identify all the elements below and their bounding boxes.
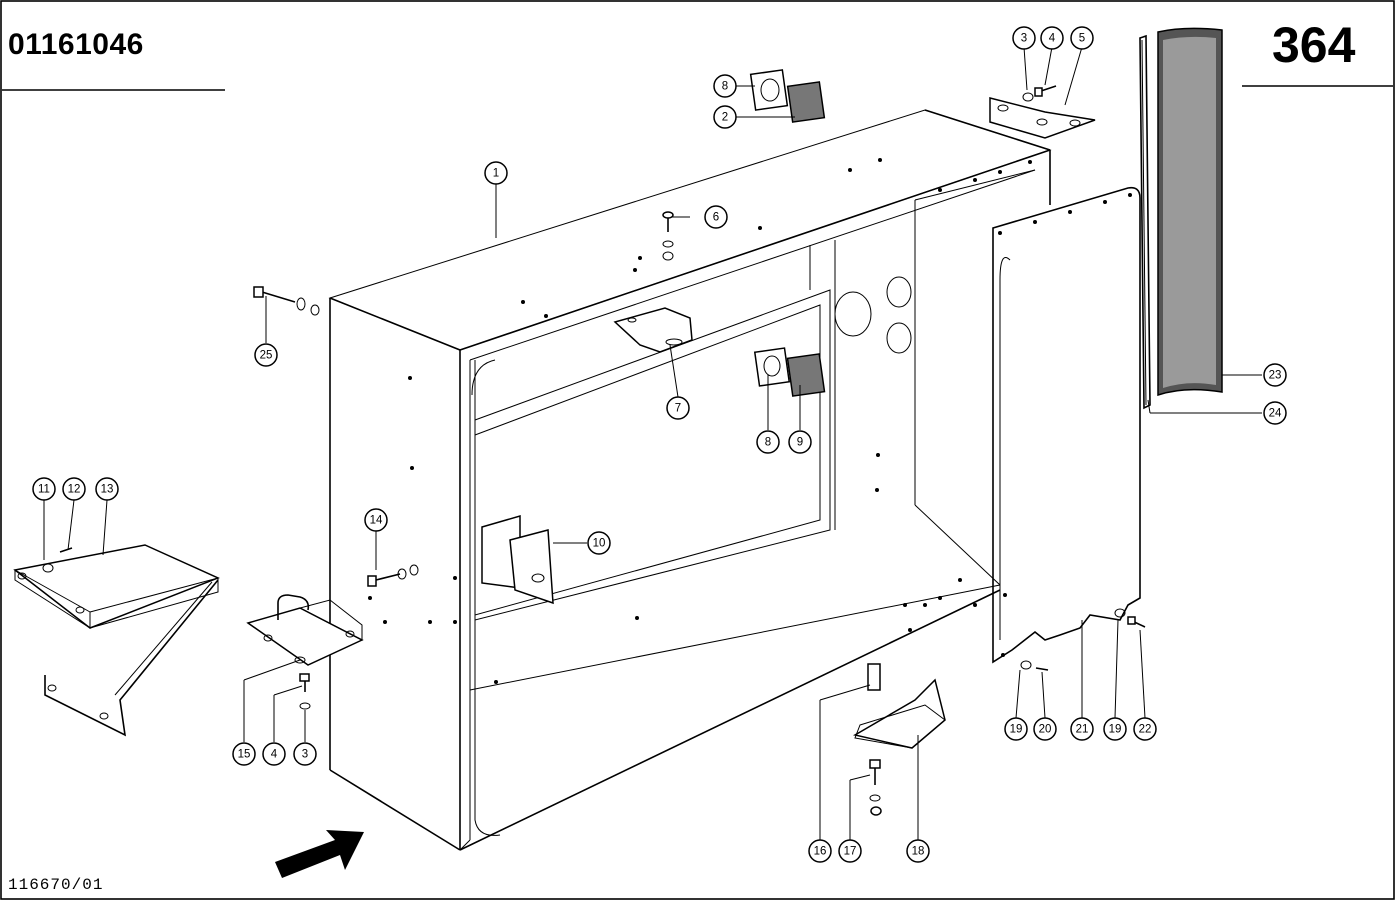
callout-c6: 6 [704,205,728,229]
callout-label: 8 [722,81,728,93]
callout-label: 16 [814,846,827,858]
callout-label: 20 [1039,724,1052,736]
bolt-washer-top [1022,85,1057,102]
bolt-side [367,564,419,587]
callout-label: 8 [765,437,771,449]
callout-label: 10 [593,538,606,550]
leader-lines [43,46,1262,840]
gasket-pair-inner [753,347,826,397]
callout-c3a: 3 [1012,26,1036,50]
callout-c7: 7 [666,396,690,420]
callout-label: 12 [68,484,81,496]
callout-label: 23 [1269,370,1282,382]
callout-label: 18 [912,846,925,858]
callout-c9: 9 [788,430,812,454]
callout-label: 3 [1021,33,1027,45]
side-cover-panel [992,186,1141,664]
callout-label: 4 [271,749,278,761]
callout-c2: 2 [713,105,737,129]
callout-c15: 15 [232,742,256,766]
callout-label: 25 [260,350,273,362]
callout-label: 11 [38,484,50,496]
mounting-bracket-top [989,97,1096,139]
bracket-lower-right [852,663,946,816]
bolt-left-top [253,286,320,316]
callout-label: 4 [1049,33,1056,45]
callout-c17: 17 [838,839,862,863]
callout-label: 1 [493,168,499,180]
callout-c25: 25 [254,343,278,367]
part-number: 01161046 [8,28,144,61]
callout-label: 6 [713,212,719,224]
callout-c18: 18 [906,839,930,863]
callout-label: 17 [844,846,857,858]
support-tray [13,544,220,737]
callout-c22: 22 [1133,717,1157,741]
callout-c8a: 8 [713,74,737,98]
callout-c12: 12 [62,477,86,501]
callout-label: 5 [1079,33,1085,45]
callout-label: 14 [370,515,383,527]
bracket-center [613,307,693,353]
callout-label: 19 [1010,724,1023,736]
callout-c21: 21 [1070,717,1094,741]
callout-c14: 14 [364,508,388,532]
bracket-lower-left [246,594,364,710]
callout-c10: 10 [587,531,611,555]
gasket-pair-top [749,69,826,123]
screw-top [662,211,674,261]
callout-c1: 1 [484,161,508,185]
callout-c13: 13 [95,477,119,501]
mounting-clip [481,515,554,605]
callout-c16: 16 [808,839,832,863]
callout-label: 22 [1139,724,1152,736]
callout-label: 21 [1076,724,1089,736]
callout-label: 19 [1109,724,1122,736]
callout-c3b: 3 [293,742,317,766]
callout-label: 15 [238,749,251,761]
housing-frame [328,109,1052,851]
page-number: 364 [1272,17,1356,73]
insulation-mat [1157,27,1223,397]
callout-c11: 11 [32,477,56,501]
callout-c24: 24 [1263,401,1287,425]
callout-label: 2 [722,112,728,124]
callout-label: 13 [101,484,114,496]
fasteners-panel [1020,608,1146,671]
direction-arrow [275,830,364,878]
drawing-reference: 116670/01 [8,876,104,894]
seal-strip [1139,34,1151,410]
callout-c20: 20 [1033,717,1057,741]
callout-label: 24 [1269,408,1282,420]
callout-label: 7 [675,403,681,415]
callout-label: 9 [797,437,803,449]
callout-c4b: 4 [262,742,286,766]
callout-c5: 5 [1070,26,1094,50]
callout-c19b: 19 [1103,717,1127,741]
callout-label: 3 [302,749,308,761]
callout-c19a: 19 [1004,717,1028,741]
callout-c23: 23 [1263,363,1287,387]
callout-c8b: 8 [756,430,780,454]
callout-c4a: 4 [1040,26,1064,50]
